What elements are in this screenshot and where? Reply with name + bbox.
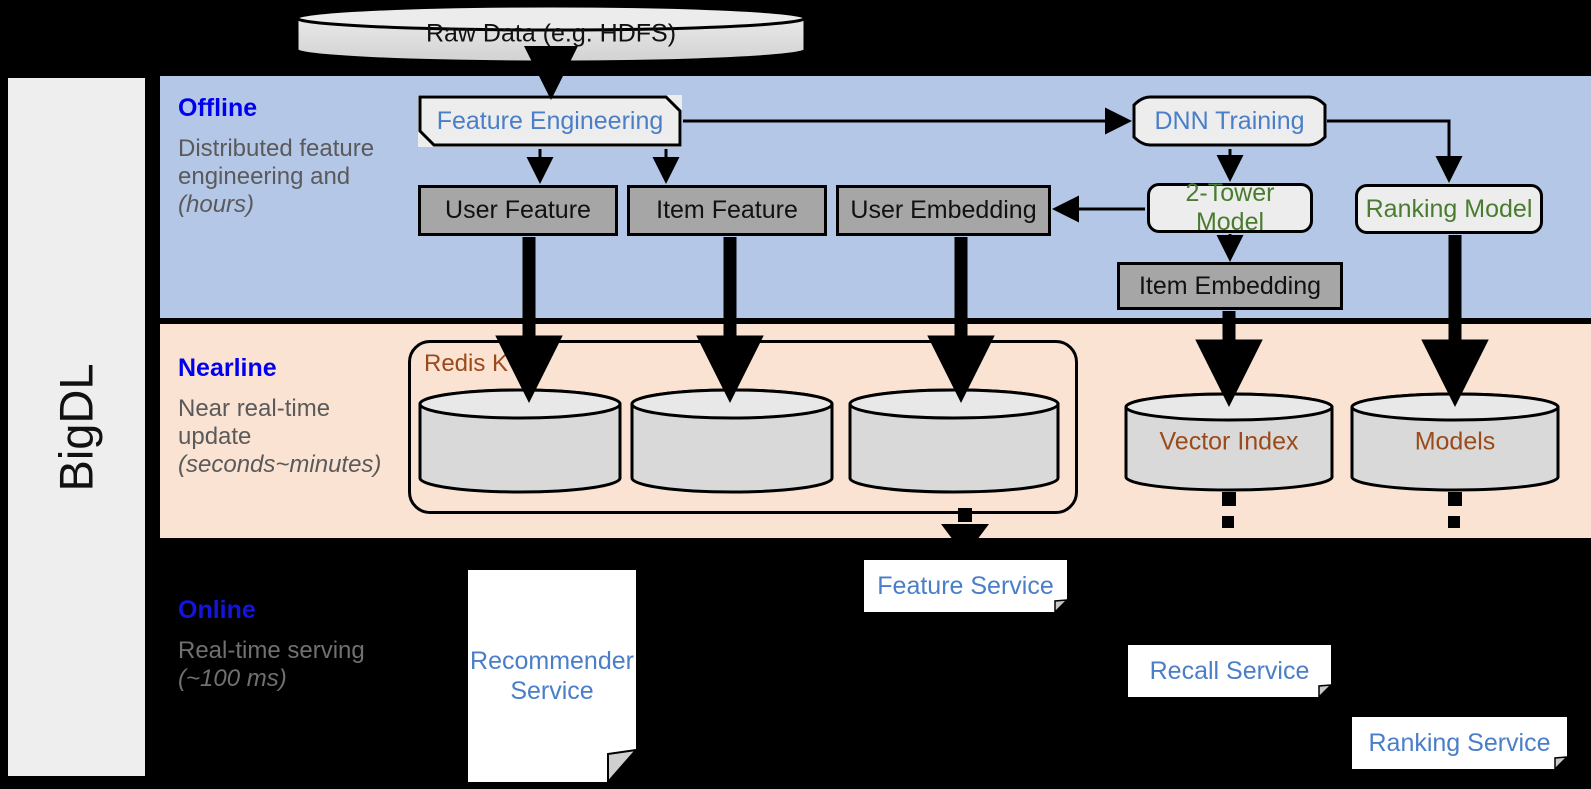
dnn-training-label: DNN Training <box>1154 106 1305 135</box>
user-embedding-node[interactable]: User Embedding <box>836 185 1051 236</box>
feature-engineering-label: Feature Engineering <box>436 106 664 135</box>
item-feature-label: Item Feature <box>656 196 798 224</box>
dnn-training-node[interactable]: DNN Training <box>1132 95 1327 147</box>
vector-index-cylinder[interactable]: Vector Index <box>1124 392 1334 492</box>
models-label: Models <box>1414 427 1496 456</box>
recall-service-node[interactable]: Recall Service <box>1128 645 1331 697</box>
band-online-heading: Online Real-time serving (~100 ms) <box>178 596 408 693</box>
item-embedding-label: Item Embedding <box>1138 271 1322 300</box>
user-embedding-label: User Embedding <box>850 196 1037 224</box>
feature-service-label: Feature Service <box>877 572 1054 600</box>
user-feature-label: User Feature <box>445 196 591 224</box>
item-embedding-node[interactable]: Item Embedding <box>1117 262 1343 310</box>
ranking-model-node[interactable]: Ranking Model <box>1355 184 1543 234</box>
band-online-subtitle: Real-time serving (~100 ms) <box>178 636 365 692</box>
bigdl-sidebar: BigDL <box>8 78 145 776</box>
raw-data-label: Raw Data (e.g. HDFS) <box>425 19 677 48</box>
feature-service-node[interactable]: Feature Service <box>864 560 1067 612</box>
store-cylinder-user-feature[interactable] <box>418 388 622 494</box>
band-offline-title: Offline <box>178 94 258 122</box>
ranking-model-label: Ranking Model <box>1365 194 1533 223</box>
two-tower-model-node[interactable]: 2-Tower Model <box>1147 179 1313 236</box>
band-nearline-subtitle: Near real-time update (seconds~minutes) <box>178 394 382 479</box>
store-cylinder-item-feature[interactable] <box>630 388 834 494</box>
band-nearline-title: Nearline <box>178 354 277 382</box>
bigdl-label: BigDL <box>49 362 103 492</box>
redis-kv-label: Redis KV <box>424 350 525 377</box>
band-nearline-heading: Nearline Near real-time update (seconds~… <box>178 354 408 479</box>
feature-engineering-node[interactable]: Feature Engineering <box>418 95 682 147</box>
band-offline-subtitle: Distributed feature engineering and (hou… <box>178 134 375 219</box>
recall-service-label: Recall Service <box>1149 657 1310 685</box>
recommender-service-label: Recommender Service <box>470 647 634 705</box>
ranking-service-node[interactable]: Ranking Service <box>1352 717 1567 769</box>
user-feature-node[interactable]: User Feature <box>418 185 618 236</box>
store-cylinder-user-embedding[interactable] <box>848 388 1060 494</box>
two-tower-model-label: 2-Tower Model <box>1185 179 1275 236</box>
raw-data-cylinder: Raw Data (e.g. HDFS) <box>295 4 807 64</box>
models-cylinder[interactable]: Models <box>1350 392 1560 492</box>
band-offline-heading: Offline Distributed feature engineering … <box>178 94 408 219</box>
vector-index-label: Vector Index <box>1159 427 1299 456</box>
item-feature-node[interactable]: Item Feature <box>627 185 827 236</box>
recommender-service-node[interactable]: Recommender Service <box>468 570 636 782</box>
ranking-service-label: Ranking Service <box>1368 729 1551 757</box>
band-online-title: Online <box>178 596 256 624</box>
